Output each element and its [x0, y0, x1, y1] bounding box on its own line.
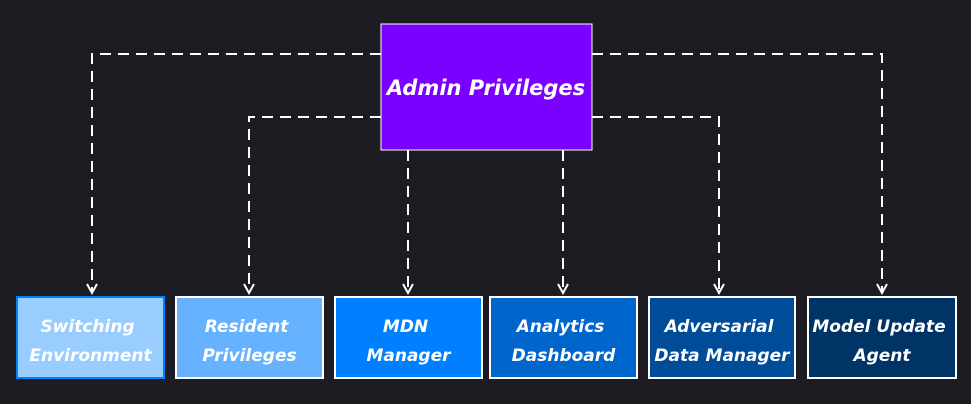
- node-switching-environment[interactable]: Switching Environment: [16, 296, 165, 379]
- node-mdn-manager-box: [334, 296, 483, 379]
- node-mdn-manager-line-2: Manager: [366, 346, 452, 366]
- connector-admin-to-model-update-agent: [592, 53, 882, 293]
- node-model-update-agent-line-1: Model Update: [812, 317, 945, 337]
- node-mdn-manager[interactable]: MDN Manager: [334, 296, 483, 379]
- node-analytics-dashboard-line-1: Analytics: [515, 317, 605, 337]
- node-adversarial-data-manager-line-2: Data Manager: [654, 346, 791, 366]
- node-analytics-dashboard[interactable]: Analytics Dashboard: [489, 296, 638, 379]
- node-adversarial-data-manager[interactable]: Adversarial Data Manager: [648, 296, 796, 379]
- connector-admin-to-resident-privileges: [249, 116, 381, 293]
- connector-admin-to-adversarial-data-manager: [592, 116, 719, 293]
- node-model-update-agent-line-2: Agent: [851, 346, 911, 366]
- node-admin-privileges-label: Admin Privileges: [385, 76, 585, 100]
- node-model-update-agent[interactable]: Model Update Agent: [807, 296, 957, 379]
- node-analytics-dashboard-label: Analytics Dashboard: [512, 317, 617, 366]
- node-model-update-agent-box: [807, 296, 957, 379]
- node-mdn-manager-label: MDN Manager: [366, 317, 452, 366]
- node-resident-privileges[interactable]: Resident Privileges: [175, 296, 324, 379]
- node-switching-environment-label: Switching Environment: [29, 317, 152, 366]
- node-model-update-agent-label: Model Update Agent: [812, 317, 951, 366]
- node-resident-privileges-box: [175, 296, 324, 379]
- node-adversarial-data-manager-label: Adversarial Data Manager: [654, 317, 791, 366]
- node-admin-privileges[interactable]: Admin Privileges: [380, 23, 593, 151]
- node-analytics-dashboard-line-2: Dashboard: [512, 346, 617, 366]
- node-adversarial-data-manager-box: [648, 296, 796, 379]
- node-resident-privileges-line-1: Resident: [205, 317, 290, 337]
- node-resident-privileges-line-2: Privileges: [202, 346, 296, 366]
- node-adversarial-data-manager-line-1: Adversarial: [663, 317, 775, 337]
- node-analytics-dashboard-box: [489, 296, 638, 379]
- node-mdn-manager-line-1: MDN: [383, 317, 428, 337]
- connectors: [92, 53, 882, 293]
- node-switching-environment-line-2: Environment: [29, 346, 152, 366]
- node-switching-environment-line-1: Switching: [40, 317, 134, 337]
- node-resident-privileges-label: Resident Privileges: [202, 317, 296, 366]
- node-admin-privileges-box: [380, 23, 593, 151]
- node-switching-environment-box: [16, 296, 165, 379]
- connector-admin-to-switching-environment: [92, 53, 381, 293]
